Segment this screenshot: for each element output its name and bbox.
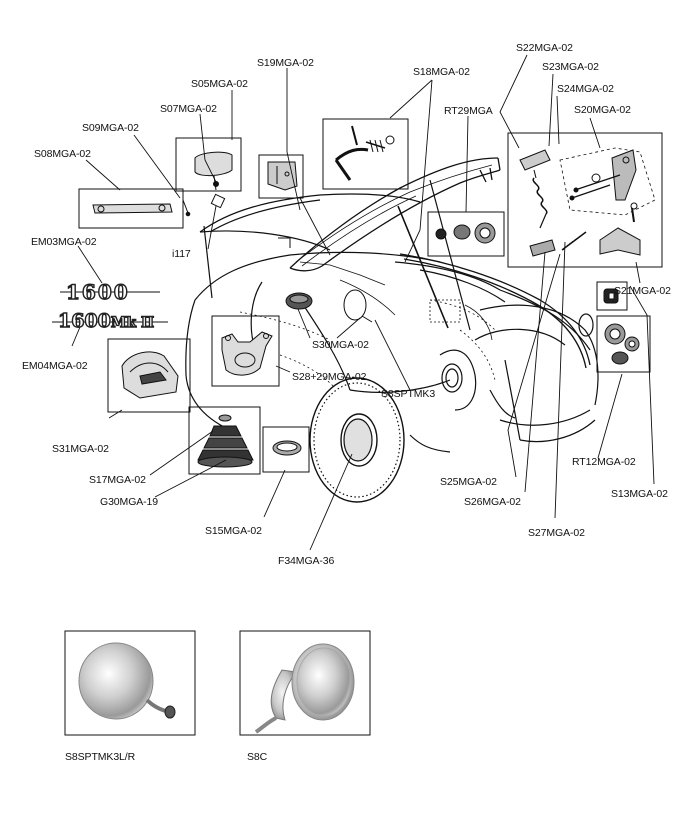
- label-s22mga-02: S22MGA-02: [516, 42, 573, 54]
- s05-part-box: [175, 137, 242, 192]
- s30-cap-drawing: [285, 292, 313, 310]
- bonnet-drawing: [289, 157, 501, 331]
- label-s17mga-02: S17MGA-02: [89, 474, 146, 486]
- label-g30mga-19: G30MGA-19: [100, 496, 159, 508]
- s31-part-box: [107, 338, 191, 413]
- label-s26mga-02: S26MGA-02: [464, 496, 521, 508]
- car-body-drawing: [185, 193, 599, 503]
- label-s23mga-02: S23MGA-02: [542, 61, 599, 73]
- i117-clip-drawing: [210, 193, 291, 248]
- label-s8sptmk3l-r: S8SPTMK3L/R: [65, 751, 136, 763]
- s18-part-box: [322, 118, 409, 190]
- label-s27mga-02: S27MGA-02: [528, 527, 585, 539]
- label-s18mga-02: S18MGA-02: [413, 66, 470, 78]
- label-s07mga-02: S07MGA-02: [160, 103, 217, 115]
- label-s30mga-02: S30MGA-02: [312, 339, 369, 351]
- label-f34mga-36: F34MGA-36: [278, 555, 335, 567]
- label-em04mga-02: EM04MGA-02: [22, 360, 88, 372]
- badge-strips: [52, 291, 168, 323]
- label-s25mga-02: S25MGA-02: [440, 476, 497, 488]
- s15-part-box: [262, 426, 310, 473]
- label-s31mga-02: S31MGA-02: [52, 443, 109, 455]
- wing-mirror-drawing: [343, 289, 373, 323]
- leader-lines: [71, 54, 655, 551]
- label-s20mga-02: S20MGA-02: [574, 104, 631, 116]
- s19-part-box: [258, 154, 304, 199]
- s28-part-box: [211, 315, 280, 387]
- label-i117: i117: [172, 248, 191, 260]
- badge-1600-mk2: 1600Mk II: [57, 309, 155, 332]
- label-rt29mga: RT29MGA: [444, 105, 493, 117]
- label-s15mga-02: S15MGA-02: [205, 525, 262, 537]
- label-s13mga-02: S13MGA-02: [611, 488, 668, 500]
- mirror-photo-1: [64, 630, 196, 736]
- label-rt12mga-02: RT12MGA-02: [572, 456, 636, 468]
- g30-part-box: [188, 406, 261, 475]
- label-s08mga-02: S08MGA-02: [34, 148, 91, 160]
- label-s28-29mga-02: S28+29MGA-02: [292, 371, 367, 383]
- tonneau-rail-drawing: [399, 253, 591, 369]
- rt12-part-box: [596, 315, 651, 373]
- badge-1600: 1600: [65, 279, 130, 304]
- label-s24mga-02: S24MGA-02: [557, 83, 614, 95]
- s21-clip-box: [596, 281, 628, 311]
- label-s8c: S8C: [247, 751, 268, 763]
- label-s8sptmk3: S8SPTMK3: [381, 388, 436, 400]
- s08-part-box: [78, 188, 184, 229]
- rt29-part-box: [427, 211, 505, 257]
- label-s09mga-02: S09MGA-02: [82, 122, 139, 134]
- label-em03mga-02: EM03MGA-02: [31, 236, 97, 248]
- label-s21mga-02: S21MGA-02: [614, 285, 671, 297]
- mirror-photo-2: [239, 630, 371, 736]
- latch-group-box: [507, 132, 663, 268]
- s09-screw-drawing: [182, 199, 191, 217]
- label-s19mga-02: S19MGA-02: [257, 57, 314, 69]
- label-s05mga-02: S05MGA-02: [191, 78, 248, 90]
